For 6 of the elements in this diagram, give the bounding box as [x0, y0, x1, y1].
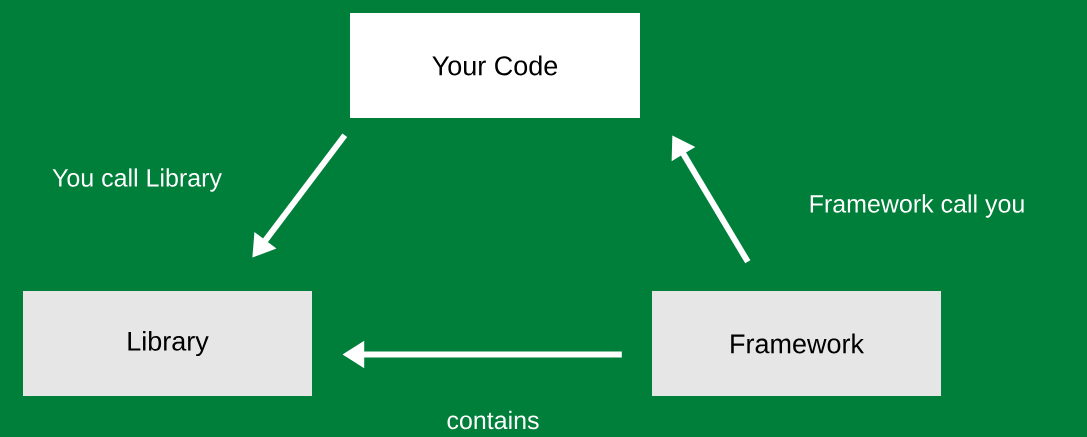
edge-label: You call Library	[52, 168, 222, 192]
process-box: Your Code	[350, 13, 640, 118]
process-box: Framework	[652, 291, 941, 396]
process-box: Library	[23, 291, 312, 396]
edge-label: Framework call you	[810, 194, 1024, 218]
edge-label: contains	[447, 410, 539, 430]
